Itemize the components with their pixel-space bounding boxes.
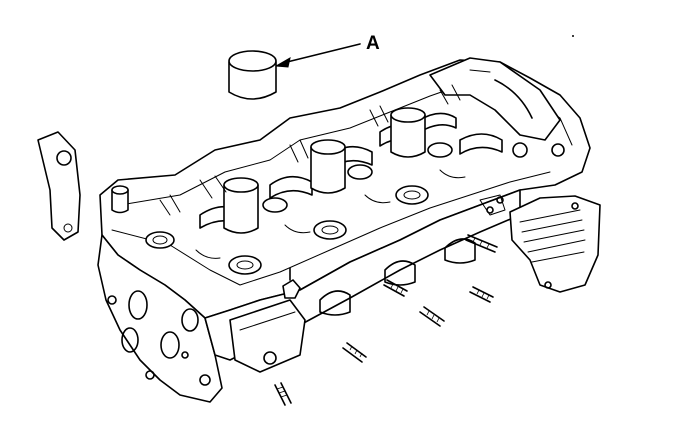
installed-lifter-2 — [310, 139, 346, 194]
valve-spring-seats — [145, 142, 453, 275]
stud-3 — [383, 279, 408, 297]
stud-4 — [419, 306, 445, 327]
cam-end-housing — [429, 57, 565, 158]
studs — [274, 234, 498, 406]
installed-lifter-1 — [223, 177, 259, 234]
callout-leader-arrow — [274, 43, 361, 68]
speck-dot — [572, 35, 574, 37]
front-post — [111, 185, 129, 214]
valve-lifter-part-a — [228, 50, 277, 100]
rear-cover-plate — [509, 195, 601, 293]
installed-lifter-3 — [390, 107, 426, 158]
cylinder-head-ribs — [159, 84, 506, 259]
sensor-bracket — [229, 299, 306, 373]
front-face-ports — [107, 290, 211, 386]
stud-2 — [342, 342, 367, 363]
stud-1 — [274, 382, 292, 406]
stud-5 — [469, 286, 494, 303]
stud-6 — [465, 234, 498, 253]
installed-valve-lifters — [223, 107, 426, 234]
callout-label-a: A — [366, 33, 380, 54]
stud-7 — [282, 267, 301, 299]
lifting-bracket — [37, 131, 81, 241]
